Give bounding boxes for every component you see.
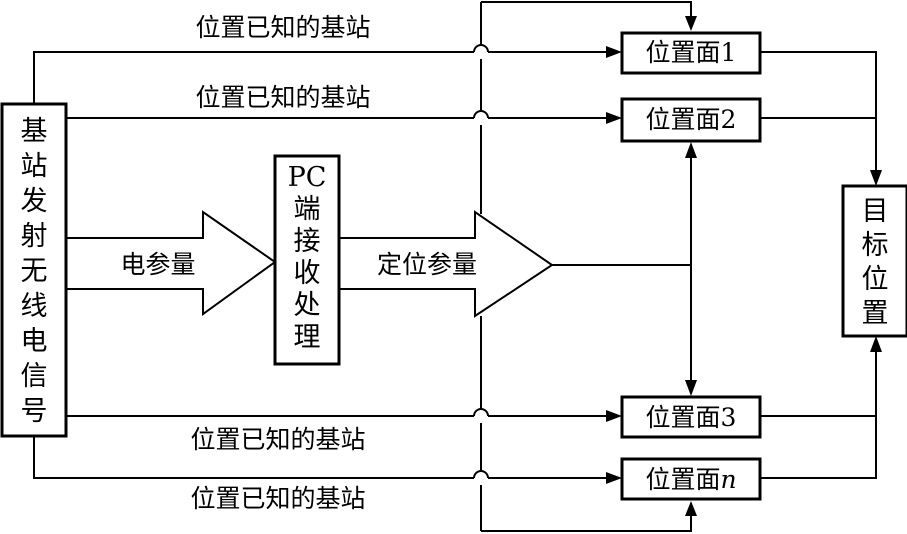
pc-char-3: 收	[294, 258, 321, 289]
position-plane-2-box: 位置面2	[620, 97, 762, 143]
feedback-loop-bottom	[480, 316, 697, 532]
base-station-signal-box: 基 站 发 射 无 线 电 信 号	[0, 102, 68, 438]
source-char-6: 线	[21, 291, 48, 322]
base-station-line-2	[66, 110, 622, 124]
target-position-box: 目 标 位 置	[841, 184, 907, 338]
position-plane-2-label: 位置面2	[646, 105, 737, 134]
pc-processing-box: PC 端 接 收 处 理	[273, 154, 341, 366]
source-char-7: 电	[21, 326, 48, 357]
pc-char-5: 理	[294, 322, 321, 353]
positioning-parameter-label: 定位参量	[377, 250, 477, 279]
source-char-9: 号	[21, 396, 48, 427]
base-station-line-3	[66, 408, 622, 422]
pc-label: PC	[288, 162, 327, 193]
base-station-line-4	[33, 436, 622, 484]
positioning-output-line	[552, 142, 697, 396]
planes-to-target-upper	[760, 51, 882, 186]
target-char-3: 位	[862, 264, 889, 295]
feedback-loop-top	[480, 1, 697, 214]
target-char-2: 标	[862, 230, 889, 261]
position-plane-3-label: 位置面3	[646, 403, 737, 432]
edge-label-top-2: 位置已知的基站	[195, 83, 370, 112]
target-char-4: 置	[862, 298, 889, 329]
electrical-parameter-label: 电参量	[120, 250, 195, 279]
edge-label-top-1: 位置已知的基站	[195, 13, 370, 42]
source-char-4: 射	[21, 221, 48, 252]
position-plane-n-label: 位置面n	[645, 465, 736, 494]
position-plane-1-label: 位置面1	[646, 38, 737, 67]
planes-to-target-lower	[760, 336, 882, 479]
source-char-3: 发	[21, 186, 48, 217]
edge-label-bottom-2: 位置已知的基站	[190, 484, 365, 513]
pc-char-1: 端	[294, 194, 321, 225]
target-char-1: 目	[862, 196, 889, 227]
positioning-parameter-arrow	[338, 210, 554, 318]
source-char-8: 信	[21, 361, 48, 392]
source-char-1: 基	[21, 116, 48, 147]
position-plane-3-box: 位置面3	[620, 395, 762, 439]
electrical-parameter-arrow	[65, 210, 277, 316]
pc-char-4: 处	[294, 290, 321, 321]
edge-label-bottom-1: 位置已知的基站	[190, 425, 365, 454]
position-plane-1-box: 位置面1	[620, 31, 762, 75]
pc-char-2: 接	[294, 226, 321, 257]
source-char-2: 站	[21, 151, 48, 182]
position-plane-n-index: n	[720, 465, 736, 494]
source-char-5: 无	[21, 256, 48, 287]
position-plane-n-prefix: 位置面	[645, 465, 720, 494]
position-plane-n-box: 位置面n	[620, 457, 762, 501]
